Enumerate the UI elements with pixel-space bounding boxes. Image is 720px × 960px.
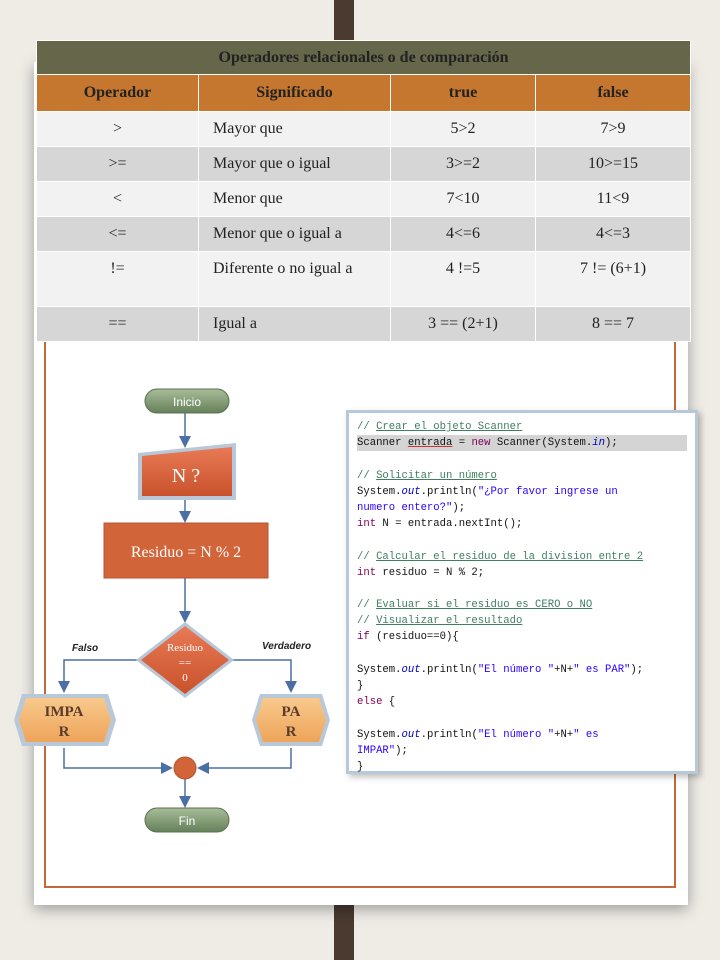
input-label: N ? [172,465,200,487]
connector-false-branch [58,659,140,693]
cell-true: 3>=2 [390,146,536,182]
cell-false: 4<=3 [534,216,692,252]
decision-label-2: == [179,657,191,669]
output-false-shape [19,698,111,742]
header-significado: Significado [198,74,391,112]
cell-operator: < [36,181,199,217]
background-stripe-bottom [334,905,354,960]
cell-operator: <= [36,216,199,252]
table-row: > Mayor que 5>2 7>9 [36,111,692,147]
cell-false: 7>9 [534,111,692,147]
code-line: System.out.println("El número "+N+" es P… [357,663,644,676]
table-row: != Diferente o no igual a 4 !=5 7 != (6+… [36,251,692,307]
code-line: // Evaluar si el residuo es CERO o NO [357,599,593,612]
process-box [103,522,269,579]
cell-true: 3 == (2+1) [390,306,536,342]
operators-table: Operadores relacionales o de comparación… [35,40,692,342]
end-label: Fin [179,814,196,828]
code-line: if (residuo==0){ [357,631,459,644]
cell-operator: == [36,306,199,342]
decision-label-3: 0 [182,672,188,684]
cell-false: 10>=15 [534,146,692,182]
end-terminal [144,807,230,833]
merge-connector [173,756,197,780]
connector-false-merge [63,748,173,774]
decision-diamond [141,626,229,694]
cell-true: 4 !=5 [390,251,536,307]
code-line [357,532,687,548]
code-line: System.out.println("El número "+N+" es [357,728,599,741]
code-snippet: // Crear el objeto Scanner Scanner entra… [346,410,698,774]
cell-operator: > [36,111,199,147]
cell-false: 11<9 [534,181,692,217]
header-false: false [534,74,692,112]
table-row: < Menor que 7<10 11<9 [36,181,692,217]
code-line [357,451,687,467]
code-line: int N = entrada.nextInt(); [357,518,523,531]
output-false-label-2: R [59,724,70,740]
process-label: Residuo = N % 2 [131,544,241,561]
code-line: System.out.println("¿Por favor ingrese u… [357,485,618,498]
output-true-label-2: R [286,724,297,740]
output-false-label-1: IMPA [45,704,84,720]
decision-label-1: Residuo [167,642,204,654]
connector-true-merge [197,748,292,774]
cell-meaning: Mayor que o igual [198,146,391,182]
code-line: // Solicitar un número [357,469,497,482]
code-line: // Crear el objeto Scanner [357,421,523,433]
code-line: // Calcular el residuo de la division en… [357,550,644,563]
cell-true: 7<10 [390,181,536,217]
code-line: IMPAR"); [357,744,408,757]
cell-false: 8 == 7 [534,306,692,342]
start-terminal [144,388,230,414]
cell-meaning: Menor que [198,181,391,217]
code-line: Scanner entrada = new Scanner(System.in)… [357,435,687,452]
start-label: Inicio [173,395,201,409]
code-line: } [357,680,364,692]
table-row: >= Mayor que o igual 3>=2 10>=15 [36,146,692,182]
code-line: // Visualizar el resultado [357,615,523,628]
code-line [357,581,687,597]
header-operador: Operador [36,74,199,112]
cell-meaning: Igual a [198,306,391,342]
code-line [357,646,687,662]
table-title: Operadores relacionales o de comparación [35,40,692,75]
input-shape [142,447,232,496]
output-true-shape [256,698,326,742]
cell-operator: >= [36,146,199,182]
output-true-label-1: PA [282,704,301,720]
code-line [357,710,687,726]
background-stripe-top [334,0,354,40]
connector-true-branch [230,659,297,693]
cell-true: 5>2 [390,111,536,147]
true-branch-label: Verdadero [262,641,312,652]
cell-false: 7 != (6+1) [534,251,692,307]
table-row: == Igual a 3 == (2+1) 8 == 7 [36,306,692,342]
cell-meaning: Diferente o no igual a [198,251,391,307]
header-true: true [390,74,536,112]
code-line: numero entero?"); [357,501,466,514]
cell-true: 4<=6 [390,216,536,252]
code-line: int residuo = N % 2; [357,566,485,579]
false-branch-label: Falso [72,643,99,654]
code-line: } [357,760,364,773]
code-line: else { [357,696,396,709]
